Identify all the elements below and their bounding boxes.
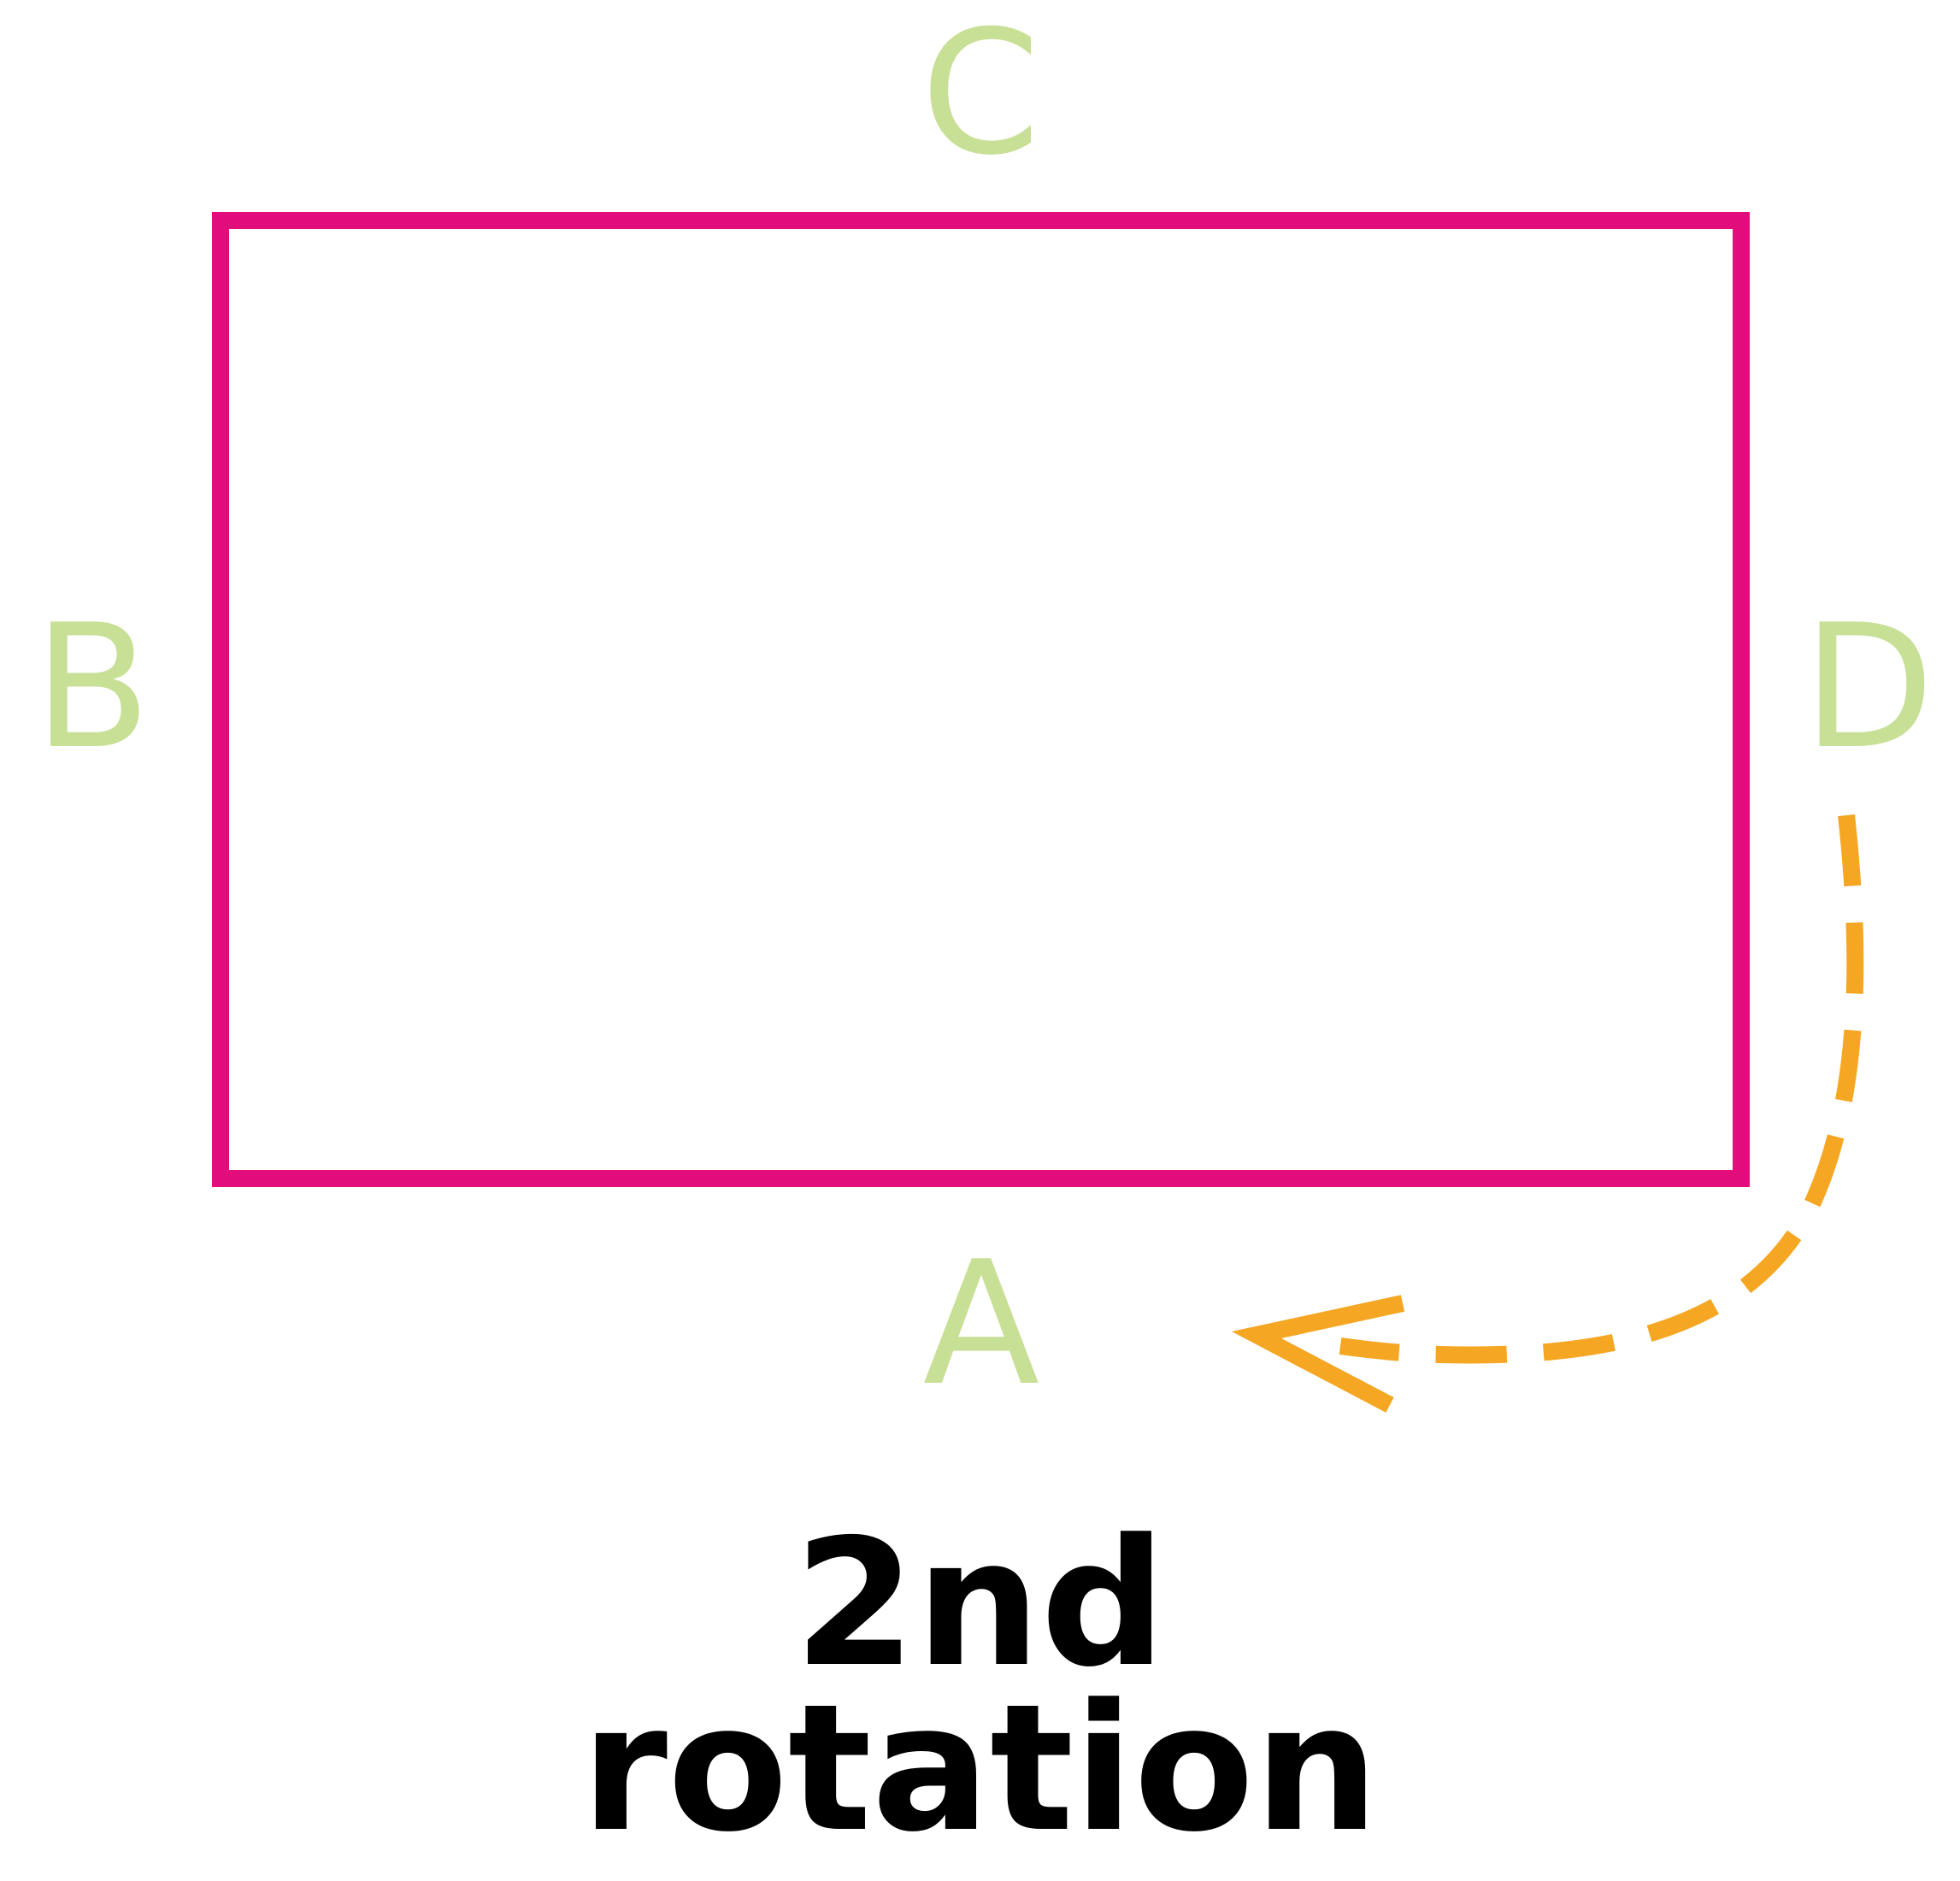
side-label-bottom: A [922, 1225, 1040, 1424]
side-label-right: D [1802, 588, 1934, 787]
rotation-arrow-path [1339, 814, 1864, 1364]
caption-line-2: rotation [580, 1667, 1380, 1871]
arrowhead-icon [1231, 1295, 1405, 1413]
caption-line-1: 2nd [793, 1502, 1167, 1706]
rectangle-shape [212, 212, 1750, 1187]
side-label-left: B [33, 588, 151, 787]
side-label-top: C [921, 0, 1040, 193]
